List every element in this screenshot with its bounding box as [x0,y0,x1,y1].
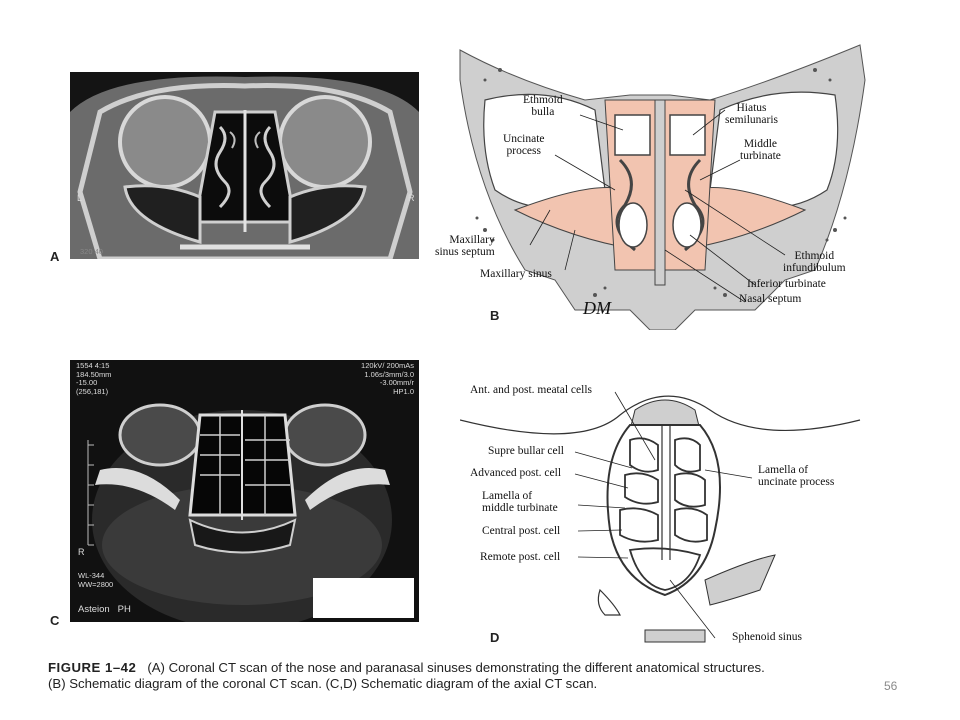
caption-text-2: (B) Schematic diagram of the coronal CT … [48,675,598,691]
ct-a-footer: 320 40 [80,247,103,256]
ct-axial-image: 1554 4:15 184.50mm -15.00 (256,181) 120k… [70,360,419,622]
label-ethmoid-bulla: Ethmoid bulla [523,94,563,118]
ct-c-top-left-overlay: 1554 4:15 184.50mm -15.00 (256,181) [76,361,112,396]
label-nasal-septum: Nasal septum [739,293,802,305]
label-supre-bullar-cell: Supre bullar cell [488,445,565,457]
label-maxillary-sinus-septum: Maxillary sinus septum [435,234,495,258]
figure-label: FIGURE 1–42 [48,660,137,675]
ct-c-side-marker: R [78,547,85,557]
label-hiatus-semilunaris: Hiatus semilunaris [725,102,779,126]
coronal-schematic: Ethmoid bulla Uncinate process Maxillary… [435,40,870,330]
label-ethmoid-infundibulum: Ethmoid infundibulum [783,250,846,274]
ct-a-corner-left: R [408,193,415,203]
ct-c-top-right-overlay: 120kV/ 200mAs 1.06s/3mm/3.0 -3.00mm/r HP… [361,361,414,396]
label-advanced-post-cell: Advanced post. cell [470,467,562,479]
ct-c-window-overlay: WL-344 WW=2800 [78,571,114,589]
label-lamella-uncinate-process: Lamella of uncinate process [758,464,835,488]
caption-line-1: FIGURE 1–42 (A) Coronal CT scan of the n… [48,660,948,676]
panel-letter-b: B [490,308,500,323]
panel-letter-a: A [50,249,60,264]
label-central-post-cell: Central post. cell [482,525,561,537]
axial-schematic: Ant. and post. meatal cells Supre bullar… [460,380,880,645]
redaction-box [313,578,414,618]
label-middle-turbinate: Middle turbinate [740,138,781,162]
caption-text-1: (A) Coronal CT scan of the nose and para… [147,660,765,675]
label-lamella-middle-turbinate: Lamella of middle turbinate [482,490,558,514]
label-maxillary-sinus: Maxillary sinus [480,268,552,280]
ct-a-corner-right: L [77,193,83,203]
panel-letter-d: D [490,630,500,645]
ct-c-brand: Asteion PH [78,604,131,615]
artist-signature: DM [583,298,611,318]
ct-coronal-image: L R 320 40 [70,72,419,259]
label-uncinate-process: Uncinate process [503,133,545,157]
figure-caption: FIGURE 1–42 (A) Coronal CT scan of the n… [48,660,948,691]
panel-letter-c: C [50,613,60,628]
label-remote-post-cell: Remote post. cell [480,551,561,563]
label-inferior-turbinate: Inferior turbinate [747,278,826,290]
label-ant-post-meatal-cells: Ant. and post. meatal cells [470,384,592,396]
label-sphenoid-sinus: Sphenoid sinus [732,631,802,643]
page-number: 56 [884,679,898,693]
